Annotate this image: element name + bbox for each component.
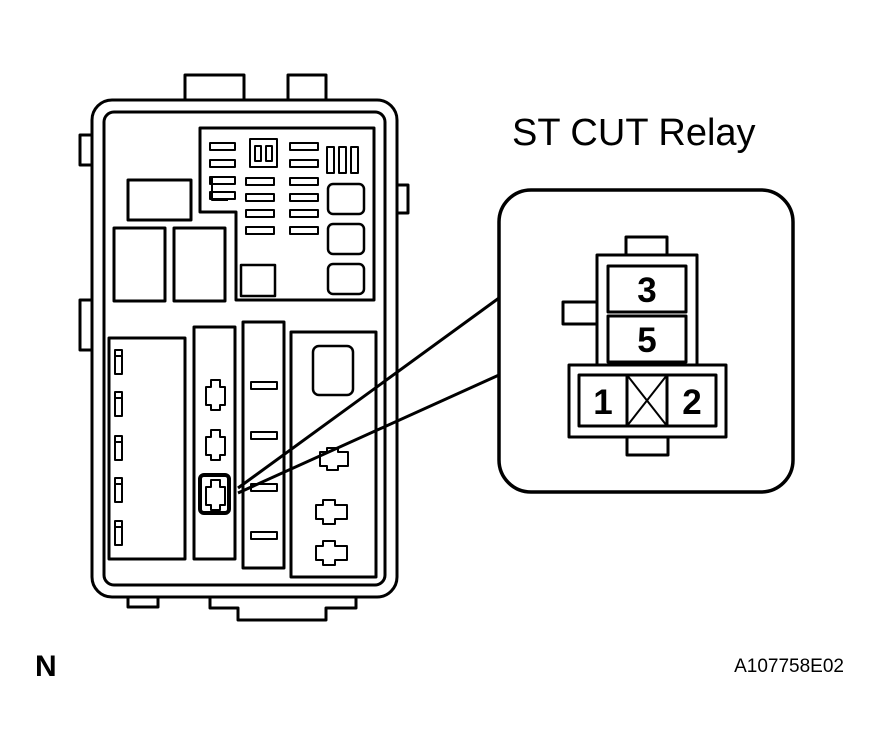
relay-mid-left-a [112,226,167,303]
pin-label-1: 1 [593,383,612,422]
lower-right-panel [289,330,378,579]
relay-block-housing [78,73,410,622]
fuse-strip-column [241,320,286,570]
terminal-5 [606,314,688,364]
relay-upper-left [126,178,193,222]
relay-mid-left-b [172,226,227,303]
upper-fuses [209,138,359,235]
relay-socket-column [192,325,237,561]
terminal-2 [665,373,718,428]
upper-fuse-block [198,126,376,302]
view-label: N [35,650,57,683]
terminal-3 [606,264,688,314]
figure-id: A107758E02 [734,656,844,677]
callout-leader [237,296,500,495]
lower-left-fuse-panel [107,336,187,561]
st-cut-relay-connector [561,235,728,457]
upper-relays-small [239,182,366,298]
relay-title: ST CUT Relay [512,112,756,154]
pin-label-3: 3 [637,271,656,310]
st-cut-relay-location [198,473,231,515]
pin-label-5: 5 [637,321,656,360]
pin-label-2: 2 [682,383,701,422]
callout-box [497,188,795,494]
